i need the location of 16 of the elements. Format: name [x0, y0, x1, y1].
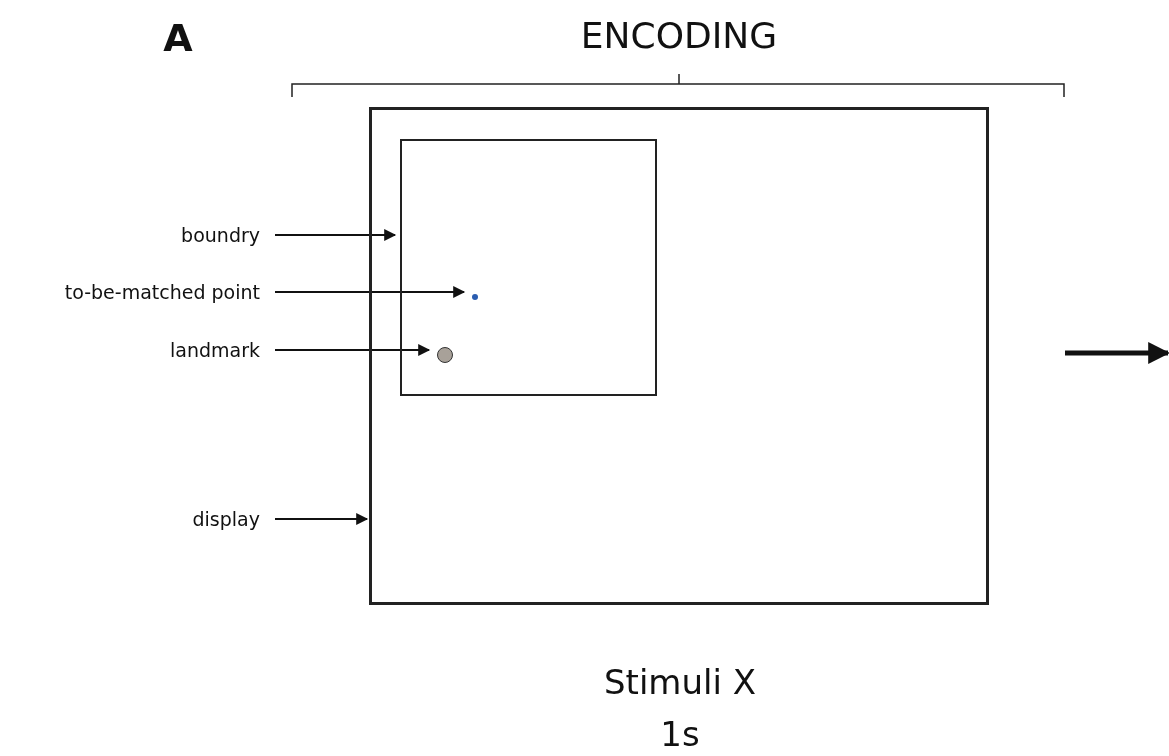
boundary-square [400, 139, 657, 396]
stimulus-label: Stimuli X [603, 664, 757, 702]
target-point [472, 294, 478, 300]
label-text: to-be-matched point [0, 280, 260, 304]
label-text: display [100, 507, 260, 531]
duration-label: 1s [659, 716, 701, 754]
arrow [274, 513, 369, 525]
phase-title: ENCODING [579, 16, 779, 56]
arrow [274, 286, 466, 298]
display-frame [369, 107, 989, 605]
panel-letter: A [162, 18, 194, 60]
landmark-circle [437, 347, 453, 363]
label-text: landmark [100, 338, 260, 362]
arrow [274, 229, 397, 241]
arrow [274, 344, 431, 356]
label-text: boundry [100, 223, 260, 247]
